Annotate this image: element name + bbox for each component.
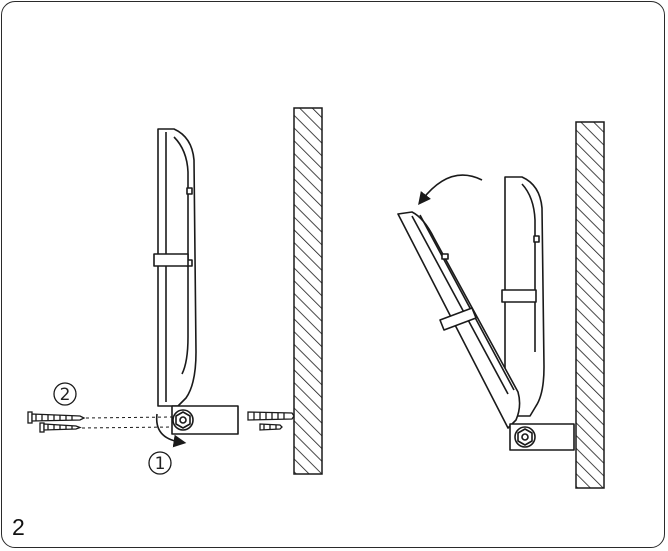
marker-two: 2 xyxy=(53,382,77,406)
marker-two-label: 2 xyxy=(60,385,71,405)
step-number: 2 xyxy=(12,514,25,540)
wall-plugs xyxy=(247,411,295,431)
screws xyxy=(27,411,86,433)
wall-left xyxy=(293,107,323,475)
floodlight-mounted-right xyxy=(397,174,575,451)
marker-one: 1 xyxy=(148,451,172,475)
marker-one-label: 1 xyxy=(155,454,166,474)
floodlight-side-view-left xyxy=(153,128,239,448)
guide-lines xyxy=(81,416,173,429)
wall-right xyxy=(575,121,605,489)
